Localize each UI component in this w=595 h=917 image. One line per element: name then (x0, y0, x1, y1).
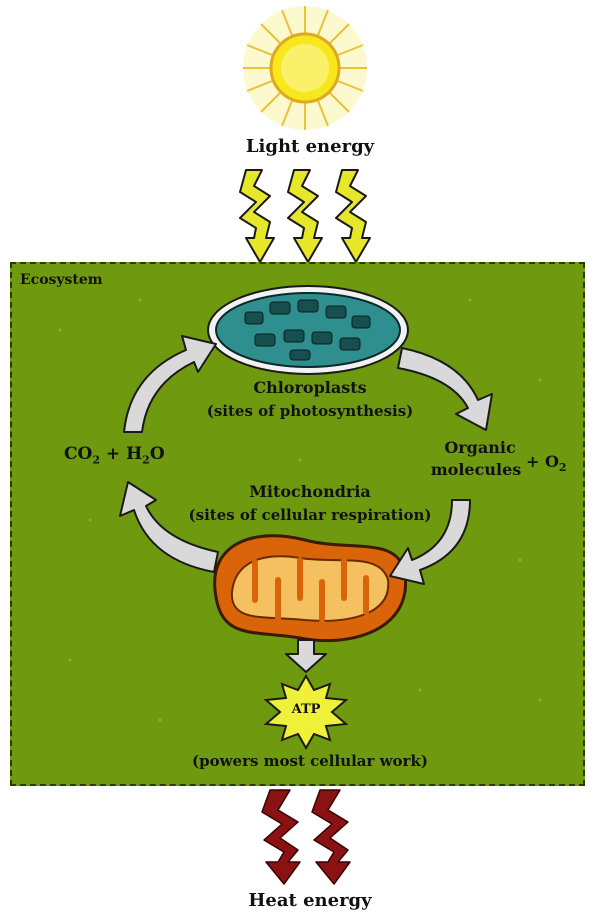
mitochondria-sub-label: (sites of cellular respiration) (150, 506, 470, 524)
o2-label: + O2 (526, 452, 567, 474)
chloroplast-icon (208, 286, 408, 374)
down-arrow-icon (286, 640, 326, 672)
heat-energy-label: Heat energy (235, 890, 385, 911)
heat-arrow-icon (262, 790, 300, 884)
chloroplasts-label: Chloroplasts (220, 378, 400, 397)
cycle-arrow-icon (120, 482, 218, 572)
co2-text: CO (64, 444, 92, 464)
chloroplasts-sub-label: (sites of photosynthesis) (170, 402, 450, 420)
mitochondria-label: Mitochondria (220, 482, 400, 501)
atp-label: ATP (282, 702, 330, 717)
organic-line1-label: Organic (430, 438, 530, 457)
mitochondrion-icon (215, 536, 406, 641)
o2-sub: 2 (559, 461, 567, 474)
powers-label: (powers most cellular work) (150, 752, 470, 770)
co2-h2o-label: CO2 + H2O (64, 444, 165, 466)
h2o-end: O (150, 444, 165, 464)
o2-plus: + O (526, 452, 559, 471)
organic-line2-label: molecules (424, 460, 528, 479)
light-energy-label: Light energy (235, 136, 385, 157)
h2o-sub: 2 (142, 453, 150, 466)
co2-sub: 2 (92, 453, 100, 466)
ecosystem-label: Ecosystem (20, 272, 103, 288)
heat-arrow-icon (312, 790, 350, 884)
h2o-plus-text: + H (106, 444, 142, 464)
